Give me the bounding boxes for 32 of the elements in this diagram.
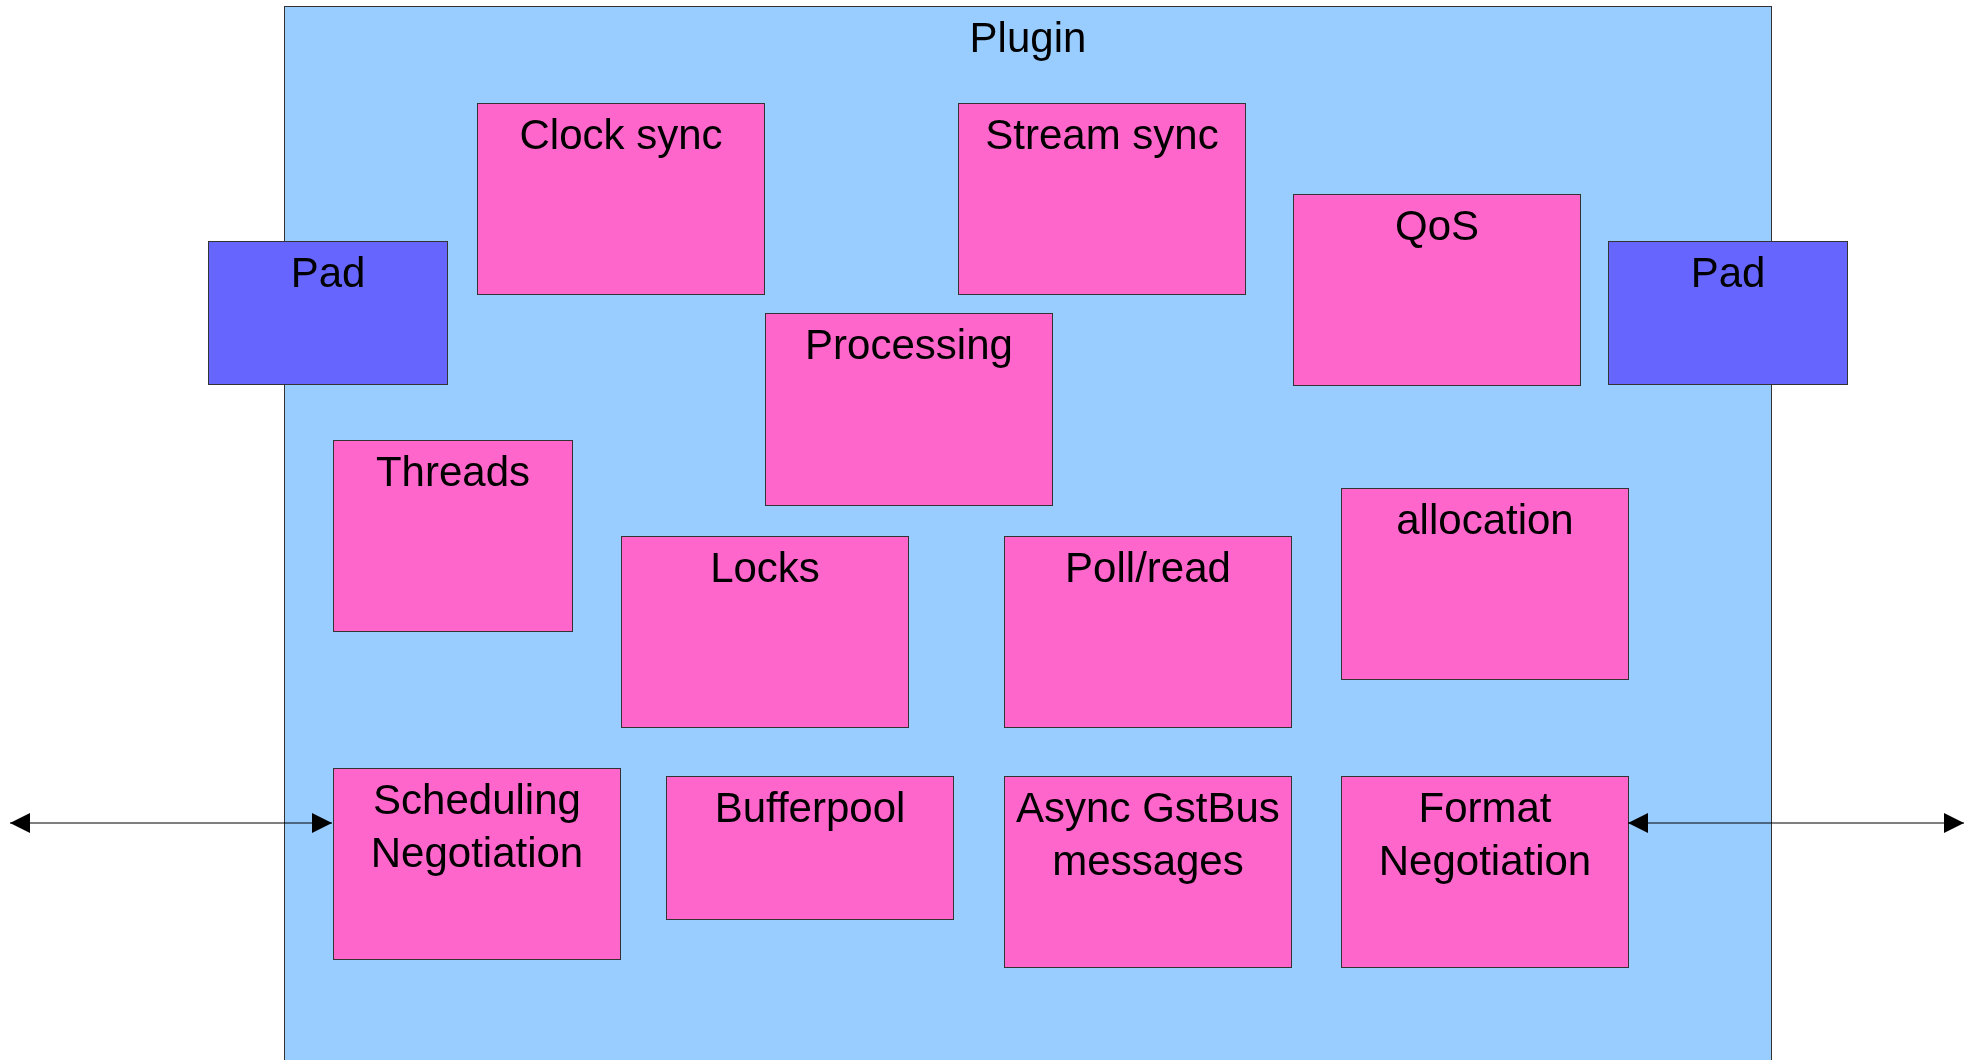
node-label: Scheduling Negotiation — [369, 775, 585, 878]
node-label: allocation — [1395, 495, 1575, 545]
module-box — [1293, 194, 1581, 386]
module-box — [333, 440, 573, 632]
node-label: Async GstBus messages — [1015, 783, 1281, 886]
node-label: Stream sync — [984, 110, 1220, 160]
plugin-container — [284, 6, 1772, 1060]
module-box — [1004, 776, 1292, 968]
node-label: Poll/read — [1064, 543, 1232, 593]
node-label: Threads — [374, 447, 532, 497]
module-box — [958, 103, 1246, 295]
node-label: QoS — [1393, 201, 1480, 251]
module-box — [1004, 536, 1292, 728]
node-label: Locks — [709, 543, 821, 593]
module-box — [621, 536, 909, 728]
node-label: Clock sync — [518, 110, 724, 160]
node-label: Pad — [289, 248, 367, 298]
module-box — [333, 768, 621, 960]
module-box — [477, 103, 765, 295]
module-box — [1341, 776, 1629, 968]
node-label: Bufferpool — [713, 783, 907, 833]
node-label: Pad — [1689, 248, 1767, 298]
pad-box — [208, 241, 448, 385]
module-box — [666, 776, 954, 920]
node-label: Plugin — [968, 13, 1088, 63]
module-box — [1341, 488, 1629, 680]
double-arrow — [9, 813, 333, 833]
node-label: Format Negotiation — [1377, 783, 1593, 886]
double-arrow — [1627, 813, 1965, 833]
pad-box — [1608, 241, 1848, 385]
module-box — [765, 313, 1053, 506]
node-label: Processing — [804, 320, 1014, 370]
